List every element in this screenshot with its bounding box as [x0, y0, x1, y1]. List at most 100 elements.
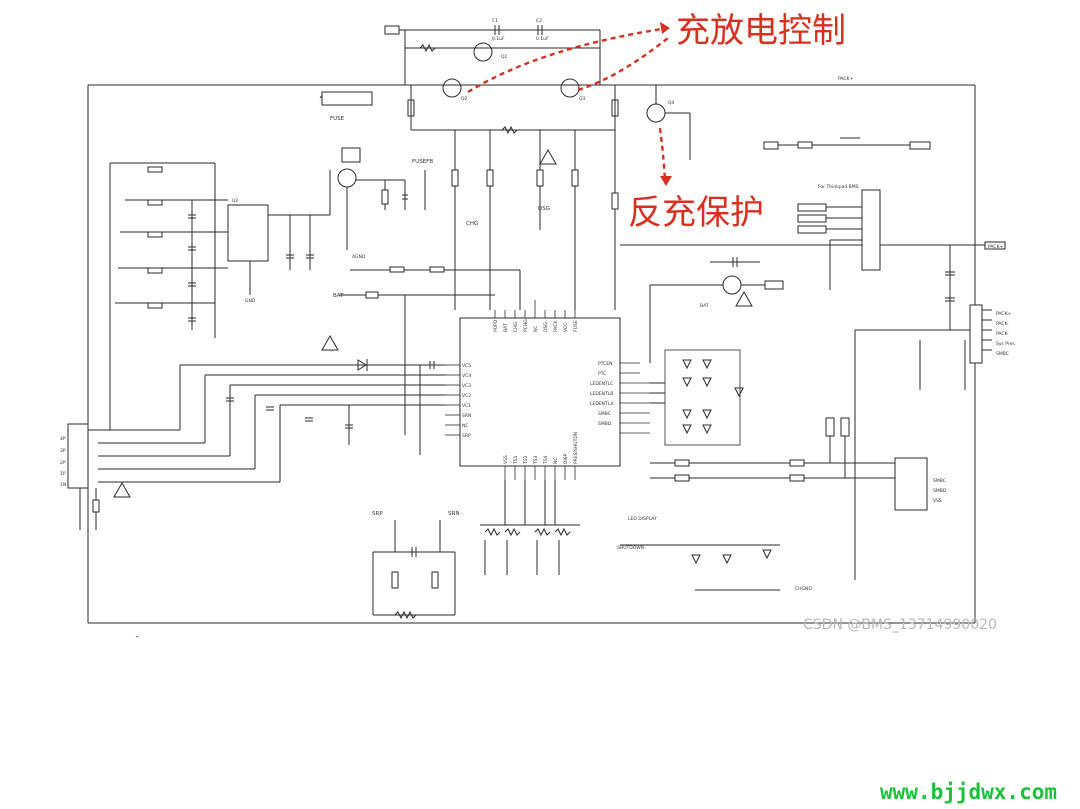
smbus-connector: [894, 457, 928, 511]
sense-section: SRP SRN: [372, 365, 459, 620]
u3-pin-pres: PRES/SHUTDN: [573, 432, 579, 464]
led-display-label: LED DISPLAY: [628, 516, 657, 522]
svg-text:C1: C1: [492, 18, 498, 24]
vss-label: VSS: [933, 498, 942, 504]
bat-label: BAT: [333, 293, 344, 299]
u2-ic: [227, 204, 269, 262]
svg-text:Q2: Q2: [461, 96, 468, 102]
warning-triangle-icon: [539, 148, 557, 165]
u3-pin-vc1: VC1: [462, 403, 471, 409]
warning-triangle-icon: [735, 290, 753, 307]
conn-sys-pres: Sys Pres: [996, 341, 1015, 347]
top-fet-section: C1 C2 0.1uF 0.1uF Q1 Q2 Q3 Q4 PACK+: [384, 18, 854, 310]
p-terminal: [384, 25, 400, 35]
svg-text:U2: U2: [232, 198, 238, 204]
u3-pin-vcc: VCC: [563, 323, 569, 332]
u3-pin-ptcen: PTCEN: [598, 361, 613, 367]
q2-mosfet: [442, 78, 462, 98]
conn-pack-plus: PACK+: [996, 311, 1012, 317]
u3-pin-ts2: TS2: [523, 455, 529, 465]
chg-label: CHG: [466, 221, 478, 227]
fuse-label: FUSE: [330, 116, 345, 122]
u3-pin-ts1: TS1: [513, 455, 519, 465]
conn-pin-3p: 3P: [60, 448, 66, 454]
u3-pin-leda: LEDENTLA: [590, 401, 614, 407]
u3-pin-nc: NC: [533, 325, 539, 332]
fuse-f1: [321, 91, 373, 106]
caret-mark: ^: [135, 636, 140, 642]
dsg-label: DSG: [538, 206, 550, 212]
shutdown-label: SHUTDOWN: [617, 545, 644, 551]
u3-pin-ledb: LEDENTLB: [590, 391, 613, 397]
srp-label: SRP: [372, 511, 383, 517]
conn-pin-1p: 1P: [60, 471, 66, 477]
smbus-section: SMBC SMBD VSS CHGND SHUTDOWN: [617, 417, 947, 592]
left-connector: 4P 3P 2P 1P 1N: [60, 423, 131, 530]
ptc-section: [649, 257, 784, 363]
srn-label: SRN: [448, 511, 459, 517]
annotation-arrows: [467, 22, 672, 186]
u3-pin-srp: SRP: [462, 433, 471, 439]
pack-connector-section: PACK+ PACK+ PACK- PACK- Sys Pres SMBC Fo…: [620, 137, 1015, 580]
conn-smbc: SMBC: [996, 351, 1009, 357]
warning-triangle-icon: [113, 481, 131, 498]
u3-pin-disp: DISP: [563, 453, 569, 464]
thinkpad-connector: [861, 189, 881, 271]
arrow-to-reverse-protection: [658, 127, 667, 183]
q3-mosfet: [560, 78, 580, 98]
warning-triangle-icon: [321, 334, 339, 351]
arrow-to-charge-control: [467, 26, 669, 94]
u3-pin-chg: CHG: [513, 321, 519, 332]
u3-pin-nc2: NC: [462, 423, 469, 429]
u3-section: PUPD BAT CHG PCHG NC DSG PACK VCC FUSE V…: [333, 206, 709, 480]
conn-pack-minus-1: PACK-: [996, 321, 1009, 327]
svg-text:Q4: Q4: [668, 100, 675, 106]
u3-pin-vss: VSS: [503, 455, 509, 464]
u3-pin-vc2: VC2: [462, 393, 471, 399]
fuse-fb-label: FUSEFB: [412, 159, 433, 165]
u3-pin-ptc: PTC: [598, 371, 606, 377]
u3-pin-pack: PACK: [553, 319, 559, 332]
thinkpad-label: For Thinkpad BMS: [818, 184, 859, 190]
fuse-fet-q5: [341, 147, 361, 163]
u3-pin-smbc: SMBC: [598, 411, 611, 417]
u3-ic: [459, 317, 621, 467]
cell-bus: [98, 266, 521, 483]
smbc-label: SMBC: [933, 478, 946, 484]
annotation-charge-control: 充放电控制: [676, 11, 846, 51]
q4-mosfet: [646, 103, 666, 123]
conn-pin-2p: 2P: [60, 460, 66, 466]
u3-pin-ledc: LEDENTLC: [590, 381, 613, 387]
svg-text:C2: C2: [536, 18, 542, 24]
q1-mosfet: [473, 42, 493, 62]
gnd-label: GND: [245, 298, 256, 304]
svg-text:0.1uF: 0.1uF: [492, 36, 505, 42]
smbd-label: SMBD: [933, 488, 947, 494]
pack-connector: [969, 304, 983, 364]
u3-pin-dsg: DSG: [543, 322, 549, 332]
watermark-text: CSDN @BMS_13714990020: [803, 617, 997, 633]
u3-pin-fuse: FUSE: [573, 320, 579, 332]
led-section: LED DISPLAY: [628, 349, 744, 522]
annotation-reverse-protection: 反充保护: [628, 193, 764, 233]
agnd-label: AGND: [352, 254, 366, 260]
conn-pin-4p: 4P: [60, 436, 66, 442]
conn-pin-1n: 1N: [60, 482, 66, 488]
u2-section: U2 GND: [109, 162, 331, 430]
svg-text:Q3: Q3: [579, 96, 586, 102]
thermistor-section: [480, 480, 580, 575]
chgnd-label: CHGND: [795, 586, 812, 592]
cell-connector: [67, 423, 89, 489]
pack-plus-right-label: PACK+: [988, 244, 1004, 250]
u3-pin-ts3: TS3: [533, 455, 539, 465]
u3-pin-smbd: SMBD: [598, 421, 612, 427]
svg-text:0.1uF: 0.1uF: [536, 36, 549, 42]
u3-pin-vc4: VC4: [462, 373, 471, 379]
u3-pin-srn: SRN: [462, 413, 471, 419]
u3-pin-nc3: NC: [553, 457, 559, 464]
bat-out-label: BAT: [700, 303, 709, 309]
conn-pack-minus-2: PACK-: [996, 331, 1009, 337]
u3-pin-ts4: TS4: [543, 455, 549, 465]
u3-pin-pchg: PCHG: [523, 319, 529, 332]
